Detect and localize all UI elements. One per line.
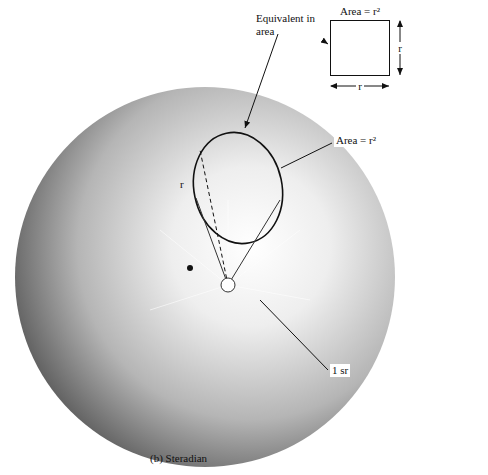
radius-label: r <box>180 178 184 191</box>
sphere <box>15 87 395 467</box>
cone-edge <box>228 200 280 285</box>
light-rays <box>150 200 310 310</box>
radius-line <box>200 150 228 285</box>
leader-arrow <box>245 34 278 128</box>
dimension-label: r <box>356 80 364 93</box>
area-square: Area = r² <box>330 20 390 76</box>
leader-line <box>281 143 332 168</box>
sphere-centre <box>221 278 235 292</box>
leader-arrow <box>322 40 328 44</box>
figure-caption: (b) Steradian <box>150 452 207 465</box>
leader-label: Equivalent in area <box>256 12 326 37</box>
one-steradian-patch <box>183 124 292 252</box>
leader-line <box>260 300 328 370</box>
dimension-label: r <box>396 42 404 55</box>
dot <box>187 265 193 271</box>
solid-angle-label: 1 sr <box>330 364 350 377</box>
cone-edge <box>196 198 228 285</box>
area-label: Area = r² <box>334 134 378 147</box>
area-label: Area = r² <box>340 5 380 17</box>
